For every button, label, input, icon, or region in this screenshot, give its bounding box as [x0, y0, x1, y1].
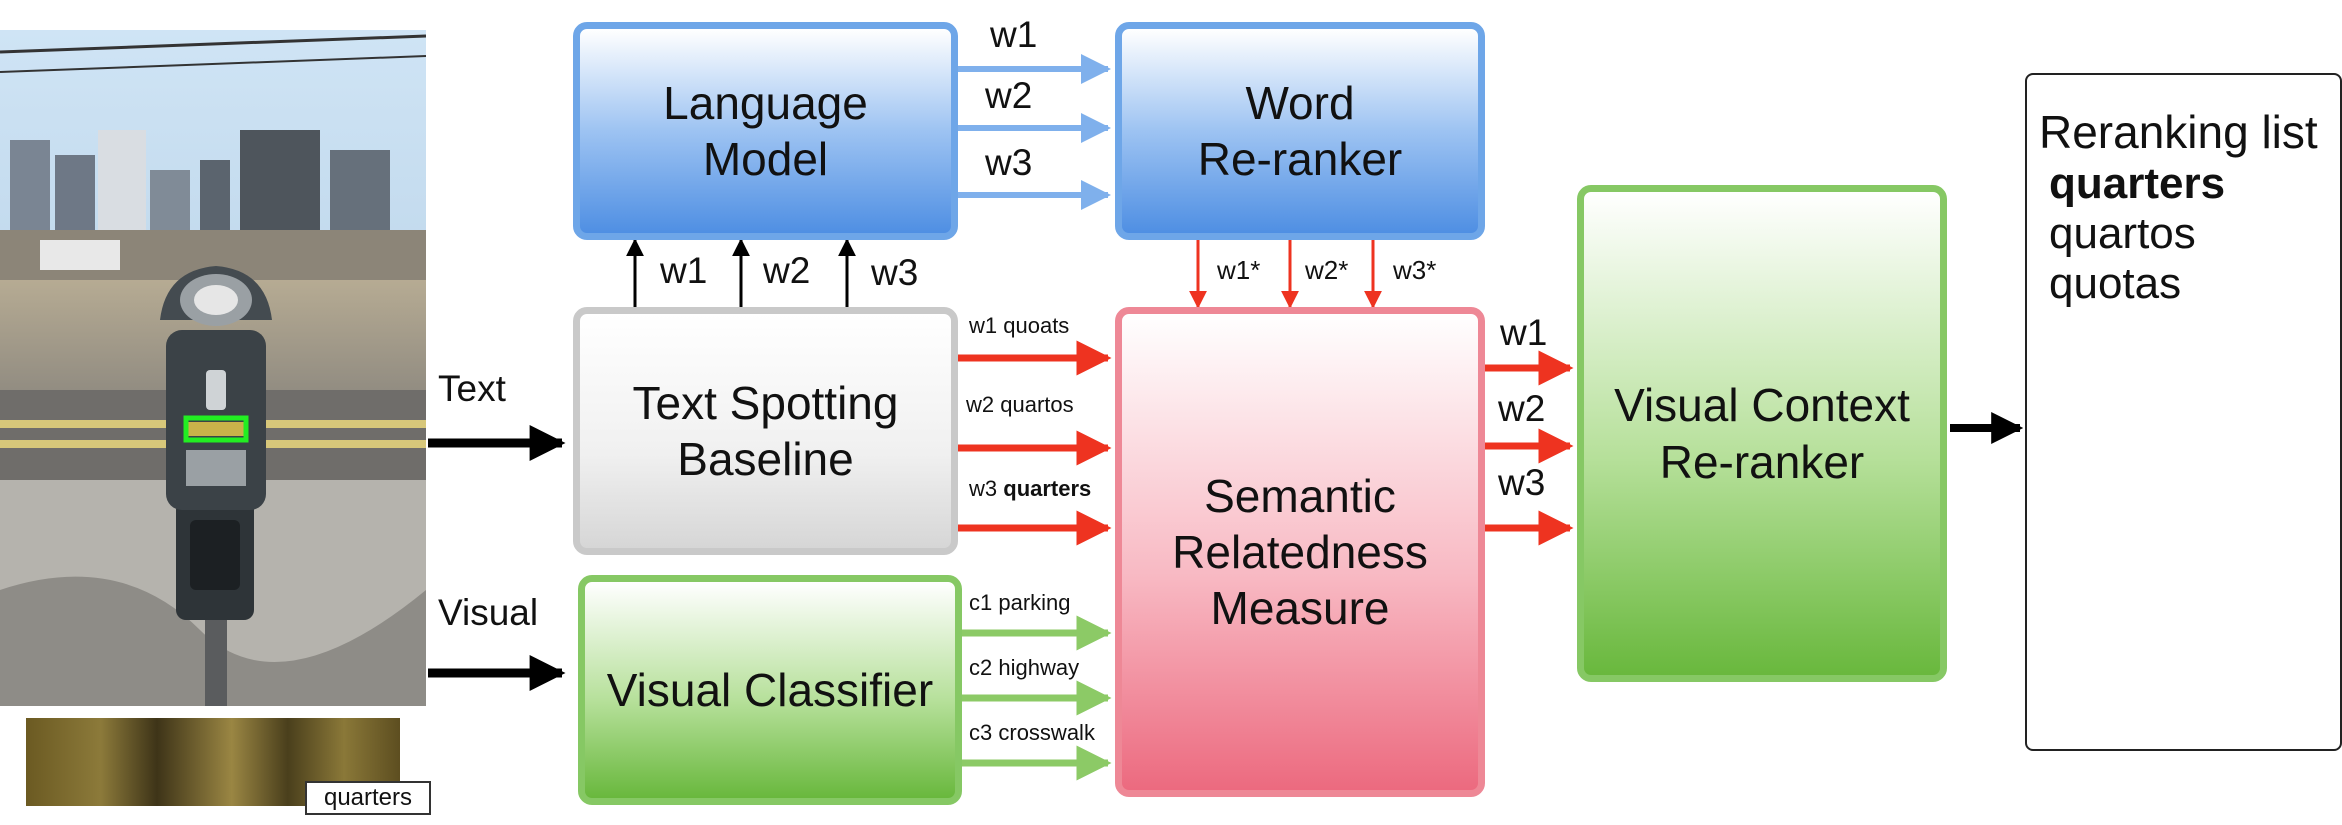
spotting-output-2: w2 quartos — [966, 392, 1074, 418]
reranking-item-2: quartos — [2049, 209, 2196, 258]
lm-to-reranker-label-1: w1 — [990, 14, 1038, 55]
spotting-output-3: w3 quarters — [969, 476, 1091, 502]
word-reranker-box: Word Re-ranker — [1115, 22, 1485, 240]
spotting-output-key-3: w3 — [969, 476, 998, 501]
semantic-relatedness-label: Semantic Relatedness Measure — [1172, 469, 1428, 635]
spotting-output-word-1: quoats — [1003, 313, 1070, 338]
visual-context-box: Visual Context Re-ranker — [1577, 185, 1947, 682]
spotting-to-lm-label-2: w2 — [763, 250, 811, 291]
language-model-box: Language Model — [573, 22, 958, 240]
spotting-output-word-2: quartos — [1000, 392, 1074, 417]
reranking-item-3: quotas — [2049, 259, 2182, 308]
text-spotting-box: Text Spotting Baseline — [573, 307, 958, 555]
reranker-to-semantic-label-1: w1* — [1217, 255, 1261, 285]
reranking-list-panel: Reranking list quarters quartos quotas — [2025, 73, 2342, 751]
reranking-item-1: quarters — [2049, 159, 2226, 208]
parking-meter-photo — [0, 30, 426, 706]
text-input-label: Text — [438, 368, 506, 409]
visual-context-label: Visual Context Re-ranker — [1614, 379, 1910, 488]
language-model-label: Language Model — [663, 76, 868, 185]
classifier-output-2: c2 highway — [969, 655, 1079, 681]
spotting-to-lm-label-1: w1 — [660, 250, 708, 291]
semantic-relatedness-box: Semantic Relatedness Measure — [1115, 307, 1485, 797]
semantic-output-label-3: w3 — [1498, 462, 1546, 503]
classifier-output-1: c1 parking — [969, 590, 1071, 616]
classifier-output-key-2: c2 — [969, 655, 993, 680]
lm-to-reranker-label-2: w2 — [985, 75, 1033, 116]
spotting-output-key-2: w2 — [966, 392, 995, 417]
spotting-output-key-1: w1 — [969, 313, 998, 338]
visual-classifier-box: Visual Classifier — [578, 575, 962, 805]
classifier-output-3: c3 crosswalk — [969, 720, 1095, 746]
word-reranker-label: Word Re-ranker — [1197, 76, 1403, 185]
classifier-output-word-2: highway — [998, 655, 1080, 680]
reranking-list-title: Reranking list — [2039, 106, 2318, 158]
spotting-output-word-3: quarters — [1003, 476, 1092, 501]
spotting-output-1: w1 quoats — [969, 313, 1069, 339]
classifier-output-key-1: c1 — [969, 590, 993, 615]
visual-input-label: Visual — [438, 592, 539, 633]
classifier-output-word-3: crosswalk — [998, 720, 1095, 745]
semantic-output-label-2: w2 — [1498, 388, 1546, 429]
spotting-to-lm-label-3: w3 — [871, 252, 919, 293]
lm-to-reranker-label-3: w3 — [985, 142, 1033, 183]
text-spotting-label: Text Spotting Baseline — [632, 376, 899, 485]
reranker-to-semantic-label-2: w2* — [1305, 255, 1349, 285]
crop-label: quarters — [305, 781, 431, 815]
semantic-output-label-1: w1 — [1500, 312, 1548, 353]
reranker-to-semantic-label-3: w3* — [1393, 255, 1437, 285]
visual-classifier-label: Visual Classifier — [606, 663, 934, 716]
classifier-output-key-3: c3 — [969, 720, 993, 745]
classifier-output-word-1: parking — [998, 590, 1071, 615]
